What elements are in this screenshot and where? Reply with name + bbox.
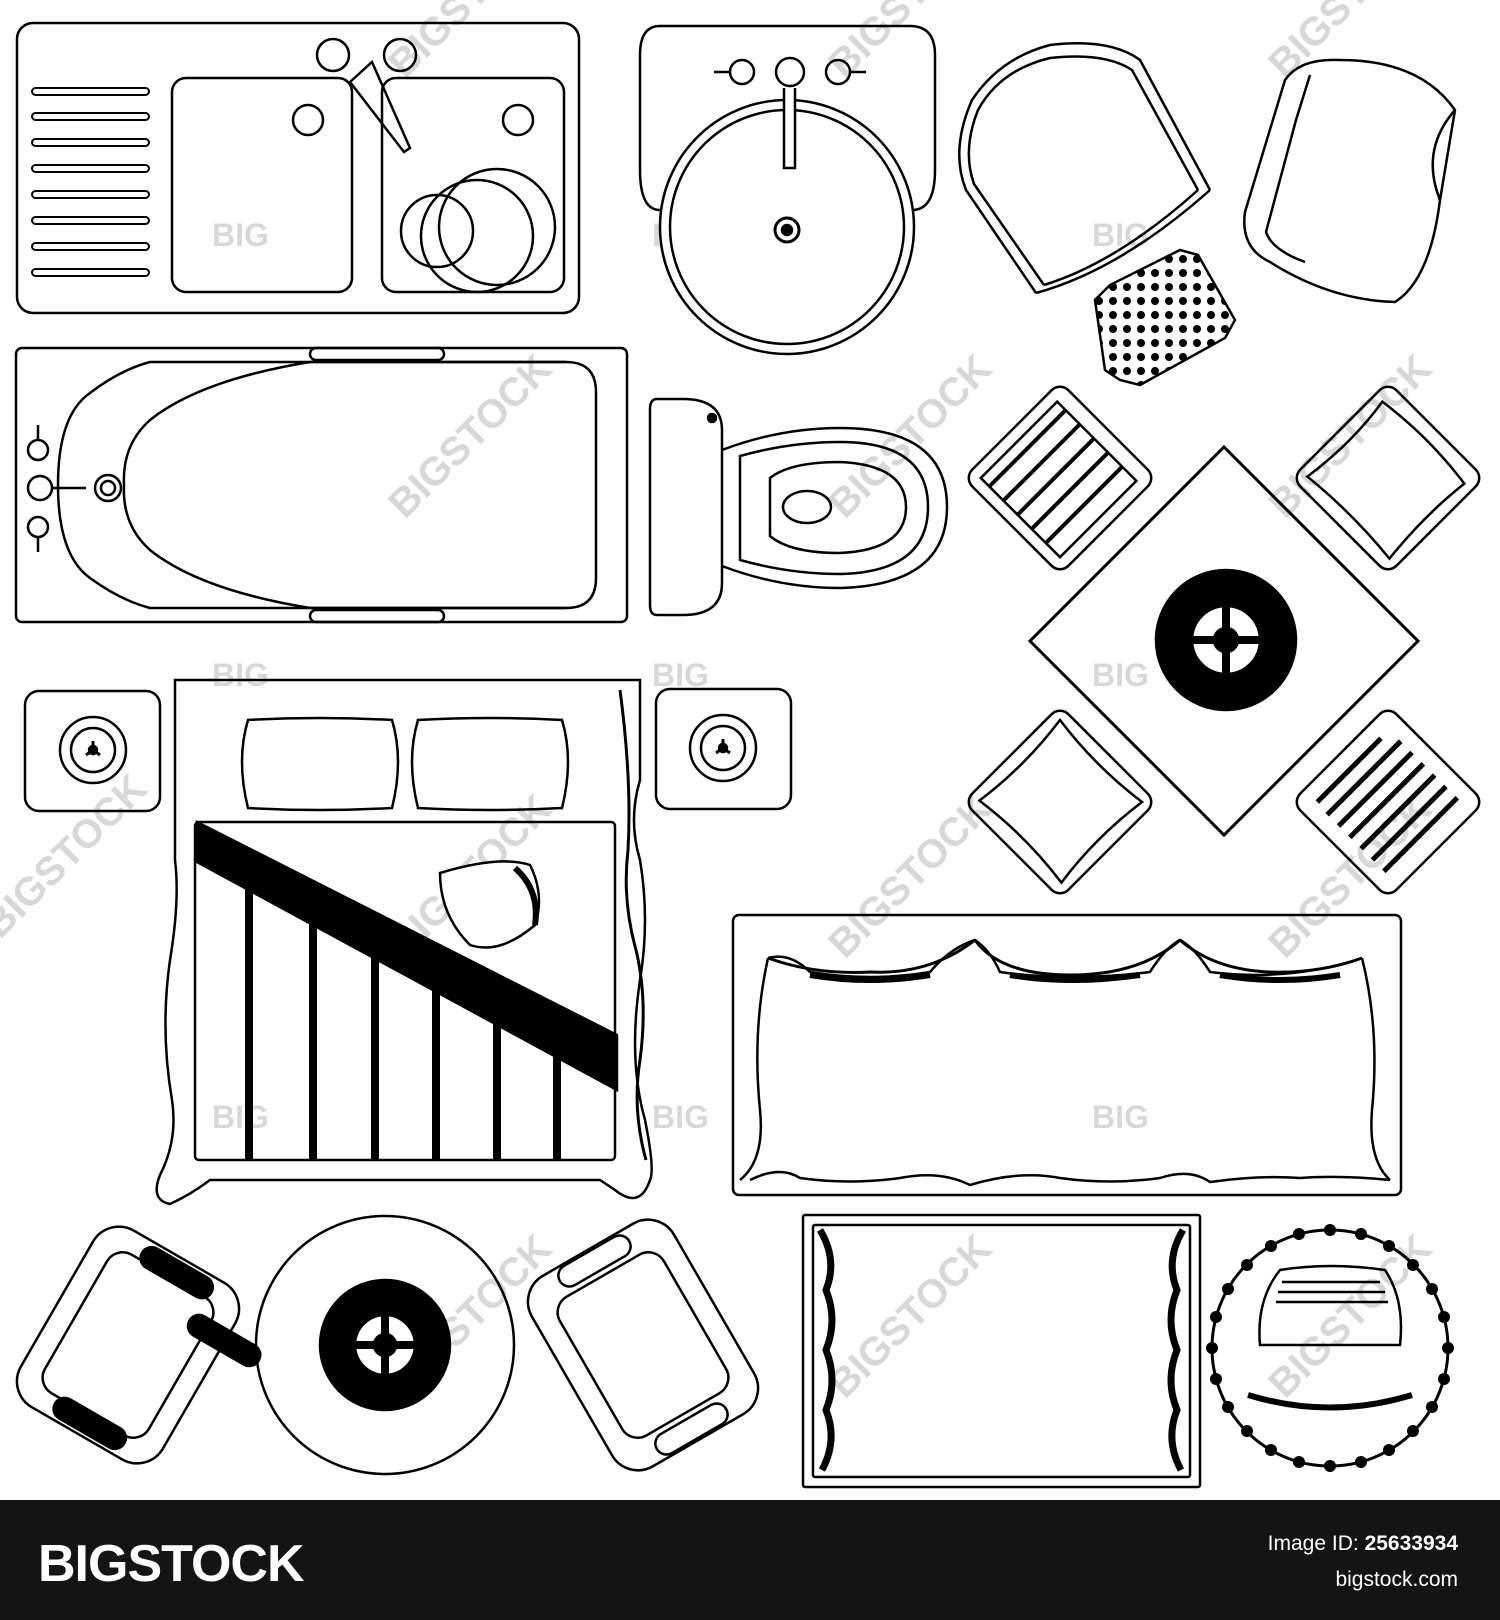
round-coffee-table-icon [254, 1214, 516, 1476]
lounge-chair-icon [1243, 58, 1457, 304]
round-washbasin-icon [638, 24, 937, 356]
watermark-text: BIG [212, 1099, 269, 1135]
nightstand-lamp-icon [654, 687, 793, 811]
watermark-text: BIG [212, 217, 269, 253]
rug-icon [801, 1213, 1202, 1489]
watermark-text: BIG [1092, 217, 1149, 253]
watermark-text: BIGSTOCK [1260, 346, 1440, 526]
watermark-text: BIGSTOCK [820, 0, 1000, 86]
watermark-text: BIGSTOCK [0, 766, 155, 946]
double-bed-icon [155, 678, 653, 1206]
site-url[interactable]: bigstock.com [1335, 1568, 1458, 1591]
watermark-text: BIG [1092, 657, 1149, 693]
image-id-line: Image ID: 25633934 [1268, 1532, 1458, 1556]
watermark-text: BIG [652, 657, 709, 693]
armchair-icon [526, 1218, 760, 1472]
image-id-label: Image ID: [1267, 1532, 1359, 1555]
sofa-icon [731, 913, 1403, 1197]
nightstand-lamp-icon [23, 689, 162, 813]
watermark-text: BIGSTOCK [380, 0, 560, 86]
floor-plan-symbols-canvas: BIG BIG BIG BIG BIG BIG BIG BIG BIG BIGS… [0, 0, 1481, 1489]
watermark-text: BIGSTOCK [820, 346, 1000, 526]
watermark-text: BIG [652, 1099, 709, 1135]
armchair-with-ottoman-icon [958, 42, 1237, 387]
dining-table-with-four-chairs-icon [967, 385, 1481, 895]
floor-plan-symbols-svg: BIG BIG BIG BIG BIG BIG BIG BIG BIG BIGS… [0, 0, 1481, 1489]
watermark-text: BIGSTOCK [820, 1226, 1000, 1406]
stock-footer-bar: BIGSTOCK Image ID: 25633934 bigstock.com [0, 1500, 1500, 1620]
armchair-icon [15, 1225, 262, 1465]
toilet-icon [648, 397, 949, 617]
round-chair-icon [1206, 1224, 1454, 1472]
image-id-value: 25633934 [1364, 1532, 1458, 1555]
watermark-text: BIGSTOCK [1260, 1226, 1440, 1406]
brand-logo[interactable]: BIGSTOCK [38, 1535, 305, 1593]
watermark-text: BIGSTOCK [380, 346, 560, 526]
bathtub-icon [14, 346, 629, 624]
double-kitchen-sink-icon [15, 21, 581, 315]
watermark-text: BIG [1092, 1099, 1149, 1135]
watermark-text: BIG [212, 657, 269, 693]
